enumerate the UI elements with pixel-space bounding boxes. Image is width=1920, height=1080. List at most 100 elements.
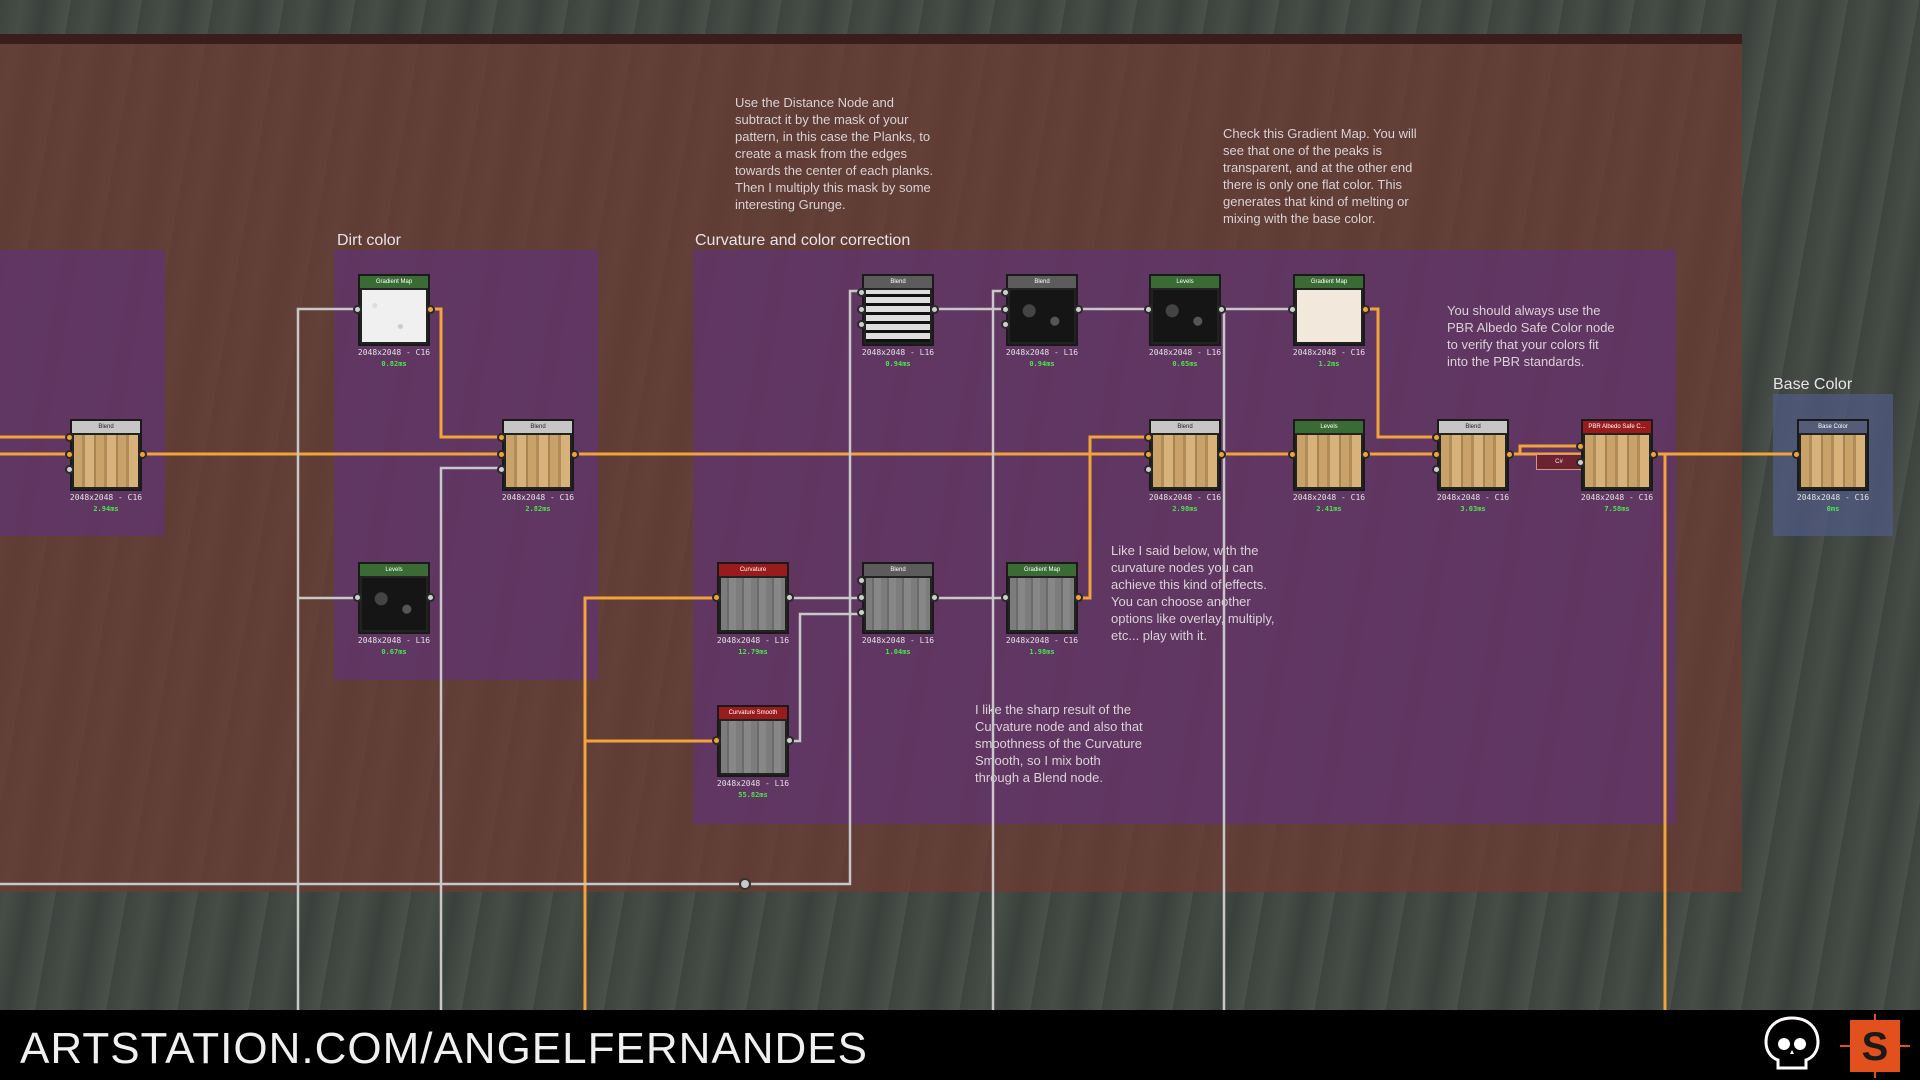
input-port[interactable] (1288, 305, 1297, 314)
node-resolution: 2048x2048 - C16 (1292, 493, 1366, 502)
node-gradient-top[interactable]: Gradient Map 2048x2048 - C16 1.2ms (1288, 274, 1370, 368)
input-port[interactable] (857, 593, 866, 602)
input-port[interactable] (1144, 433, 1153, 442)
output-port[interactable] (1361, 450, 1370, 459)
node-curvature-smooth[interactable]: Curvature Smooth 2048x2048 - L16 55.82ms (712, 705, 794, 799)
node-blend-left[interactable]: Blend 2048x2048 - C16 2.94ms (65, 419, 147, 513)
output-port[interactable] (1649, 450, 1658, 459)
node-thumbnail (74, 435, 138, 487)
node-title: Gradient Map (1295, 276, 1363, 288)
output-port[interactable] (426, 305, 435, 314)
node-resolution: 2048x2048 - C16 (1436, 493, 1510, 502)
output-port[interactable] (785, 736, 794, 745)
input-port[interactable] (857, 288, 866, 297)
node-base-color-output[interactable]: Base Color 2048x2048 - C16 0ms (1792, 419, 1869, 513)
mini-node-cast[interactable]: C# (1536, 454, 1582, 470)
input-port[interactable] (353, 305, 362, 314)
input-port[interactable] (857, 576, 866, 585)
output-port[interactable] (1074, 593, 1083, 602)
input-port[interactable] (1432, 465, 1441, 474)
node-blend-b[interactable]: Blend 2048x2048 - L16 0.94ms (1001, 274, 1083, 368)
node-blend-curvature[interactable]: Blend 2048x2048 - L16 1.04ms (857, 562, 939, 656)
svg-text:S: S (1862, 1025, 1889, 1069)
input-port[interactable] (1001, 305, 1010, 314)
node-resolution: 2048x2048 - C16 (1148, 493, 1222, 502)
input-port[interactable] (1001, 288, 1010, 297)
node-thumbnail (1585, 435, 1649, 487)
node-title: Gradient Map (1008, 564, 1076, 576)
node-title: Blend (504, 421, 572, 433)
output-port[interactable] (1217, 305, 1226, 314)
input-port[interactable] (1792, 450, 1801, 459)
output-port[interactable] (570, 450, 579, 459)
input-port[interactable] (857, 608, 866, 617)
node-dirt-gradient-map[interactable]: Gradient Map 2048x2048 - C16 0.82ms (353, 274, 435, 368)
input-port[interactable] (65, 465, 74, 474)
node-thumbnail (362, 290, 426, 342)
frame-title-base-color: Base Color (1773, 376, 1853, 393)
node-time: 1.04ms (885, 648, 911, 656)
input-port[interactable] (712, 736, 721, 745)
node-blend-mid[interactable]: Blend 2048x2048 - C16 2.98ms (1144, 419, 1226, 513)
input-port[interactable] (1576, 458, 1585, 467)
node-dirt-levels[interactable]: Levels 2048x2048 - L16 0.67ms (353, 562, 435, 656)
output-port[interactable] (426, 593, 435, 602)
node-time: 2.94ms (93, 505, 119, 513)
node-blend-mid2[interactable]: Blend 2048x2048 - C16 3.03ms (1432, 419, 1514, 513)
output-port[interactable] (138, 450, 147, 459)
input-port[interactable] (857, 320, 866, 329)
node-pbr-albedo-safe[interactable]: PBR Albedo Safe C... 2048x2048 - C16 7.5… (1576, 419, 1658, 513)
input-port[interactable] (497, 465, 506, 474)
input-port[interactable] (1144, 465, 1153, 474)
output-port[interactable] (1217, 450, 1226, 459)
node-time: 12.79ms (738, 648, 768, 656)
input-port[interactable] (1288, 450, 1297, 459)
comment-gradient[interactable]: Check this Gradient Map. You will see th… (1223, 126, 1417, 226)
node-thumbnail (1297, 290, 1361, 342)
input-port[interactable] (1001, 593, 1010, 602)
artstation-url[interactable]: ARTSTATION.COM/ANGELFERNANDES (20, 1024, 868, 1074)
input-port[interactable] (65, 450, 74, 459)
output-port[interactable] (1074, 305, 1083, 314)
input-port[interactable] (712, 593, 721, 602)
output-port[interactable] (785, 593, 794, 602)
input-port[interactable] (1576, 442, 1585, 451)
input-port[interactable] (497, 433, 506, 442)
node-gradient-curvature[interactable]: Gradient Map 2048x2048 - C16 1.98ms (1001, 562, 1083, 656)
node-levels-mid[interactable]: Levels 2048x2048 - C16 2.41ms (1288, 419, 1370, 513)
node-title: Base Color (1799, 421, 1867, 433)
output-port[interactable] (930, 593, 939, 602)
input-port[interactable] (857, 305, 866, 314)
node-dirt-blend[interactable]: Blend 2048x2048 - C16 2.82ms (497, 419, 579, 513)
node-time: 0.94ms (1029, 360, 1055, 368)
input-port[interactable] (1432, 433, 1441, 442)
input-port[interactable] (1144, 450, 1153, 459)
output-port[interactable] (930, 305, 939, 314)
node-curvature[interactable]: Curvature 2048x2048 - L16 12.79ms (712, 562, 794, 656)
node-time: 55.82ms (738, 791, 768, 799)
input-port[interactable] (497, 450, 506, 459)
comment-sharp[interactable]: I like the sharp result of the Curvature… (975, 702, 1143, 785)
comment-distance[interactable]: Use the Distance Node and subtract it by… (735, 95, 934, 212)
node-resolution: 2048x2048 - C16 (1005, 636, 1079, 645)
node-title: PBR Albedo Safe C... (1583, 421, 1651, 433)
node-graph-canvas[interactable]: Dirt color Curvature and color correctio… (0, 0, 1920, 1010)
output-port[interactable] (1505, 450, 1514, 459)
node-time: 1.98ms (1029, 648, 1055, 656)
node-title: Blend (1439, 421, 1507, 433)
comment-curvature-effects[interactable]: Like I said below, with the curvature no… (1111, 543, 1275, 643)
input-port[interactable] (353, 593, 362, 602)
node-time: 2.82ms (525, 505, 551, 513)
input-port[interactable] (1144, 305, 1153, 314)
node-levels-top[interactable]: Levels 2048x2048 - L16 0.65ms (1144, 274, 1226, 368)
input-port[interactable] (65, 433, 74, 442)
node-blend-a[interactable]: Blend 2048x2048 - L16 0.94ms (857, 274, 939, 368)
frame-title-curvature: Curvature and color correction (695, 232, 911, 249)
output-port[interactable] (1361, 305, 1370, 314)
node-time: 1.2ms (1318, 360, 1340, 368)
input-port[interactable] (1001, 320, 1010, 329)
substance-logo-icon: S (1840, 1014, 1910, 1078)
comment-pbr[interactable]: You should always use the PBR Albedo Saf… (1447, 303, 1615, 369)
input-port[interactable] (1432, 450, 1441, 459)
node-thumbnail (1010, 290, 1074, 342)
